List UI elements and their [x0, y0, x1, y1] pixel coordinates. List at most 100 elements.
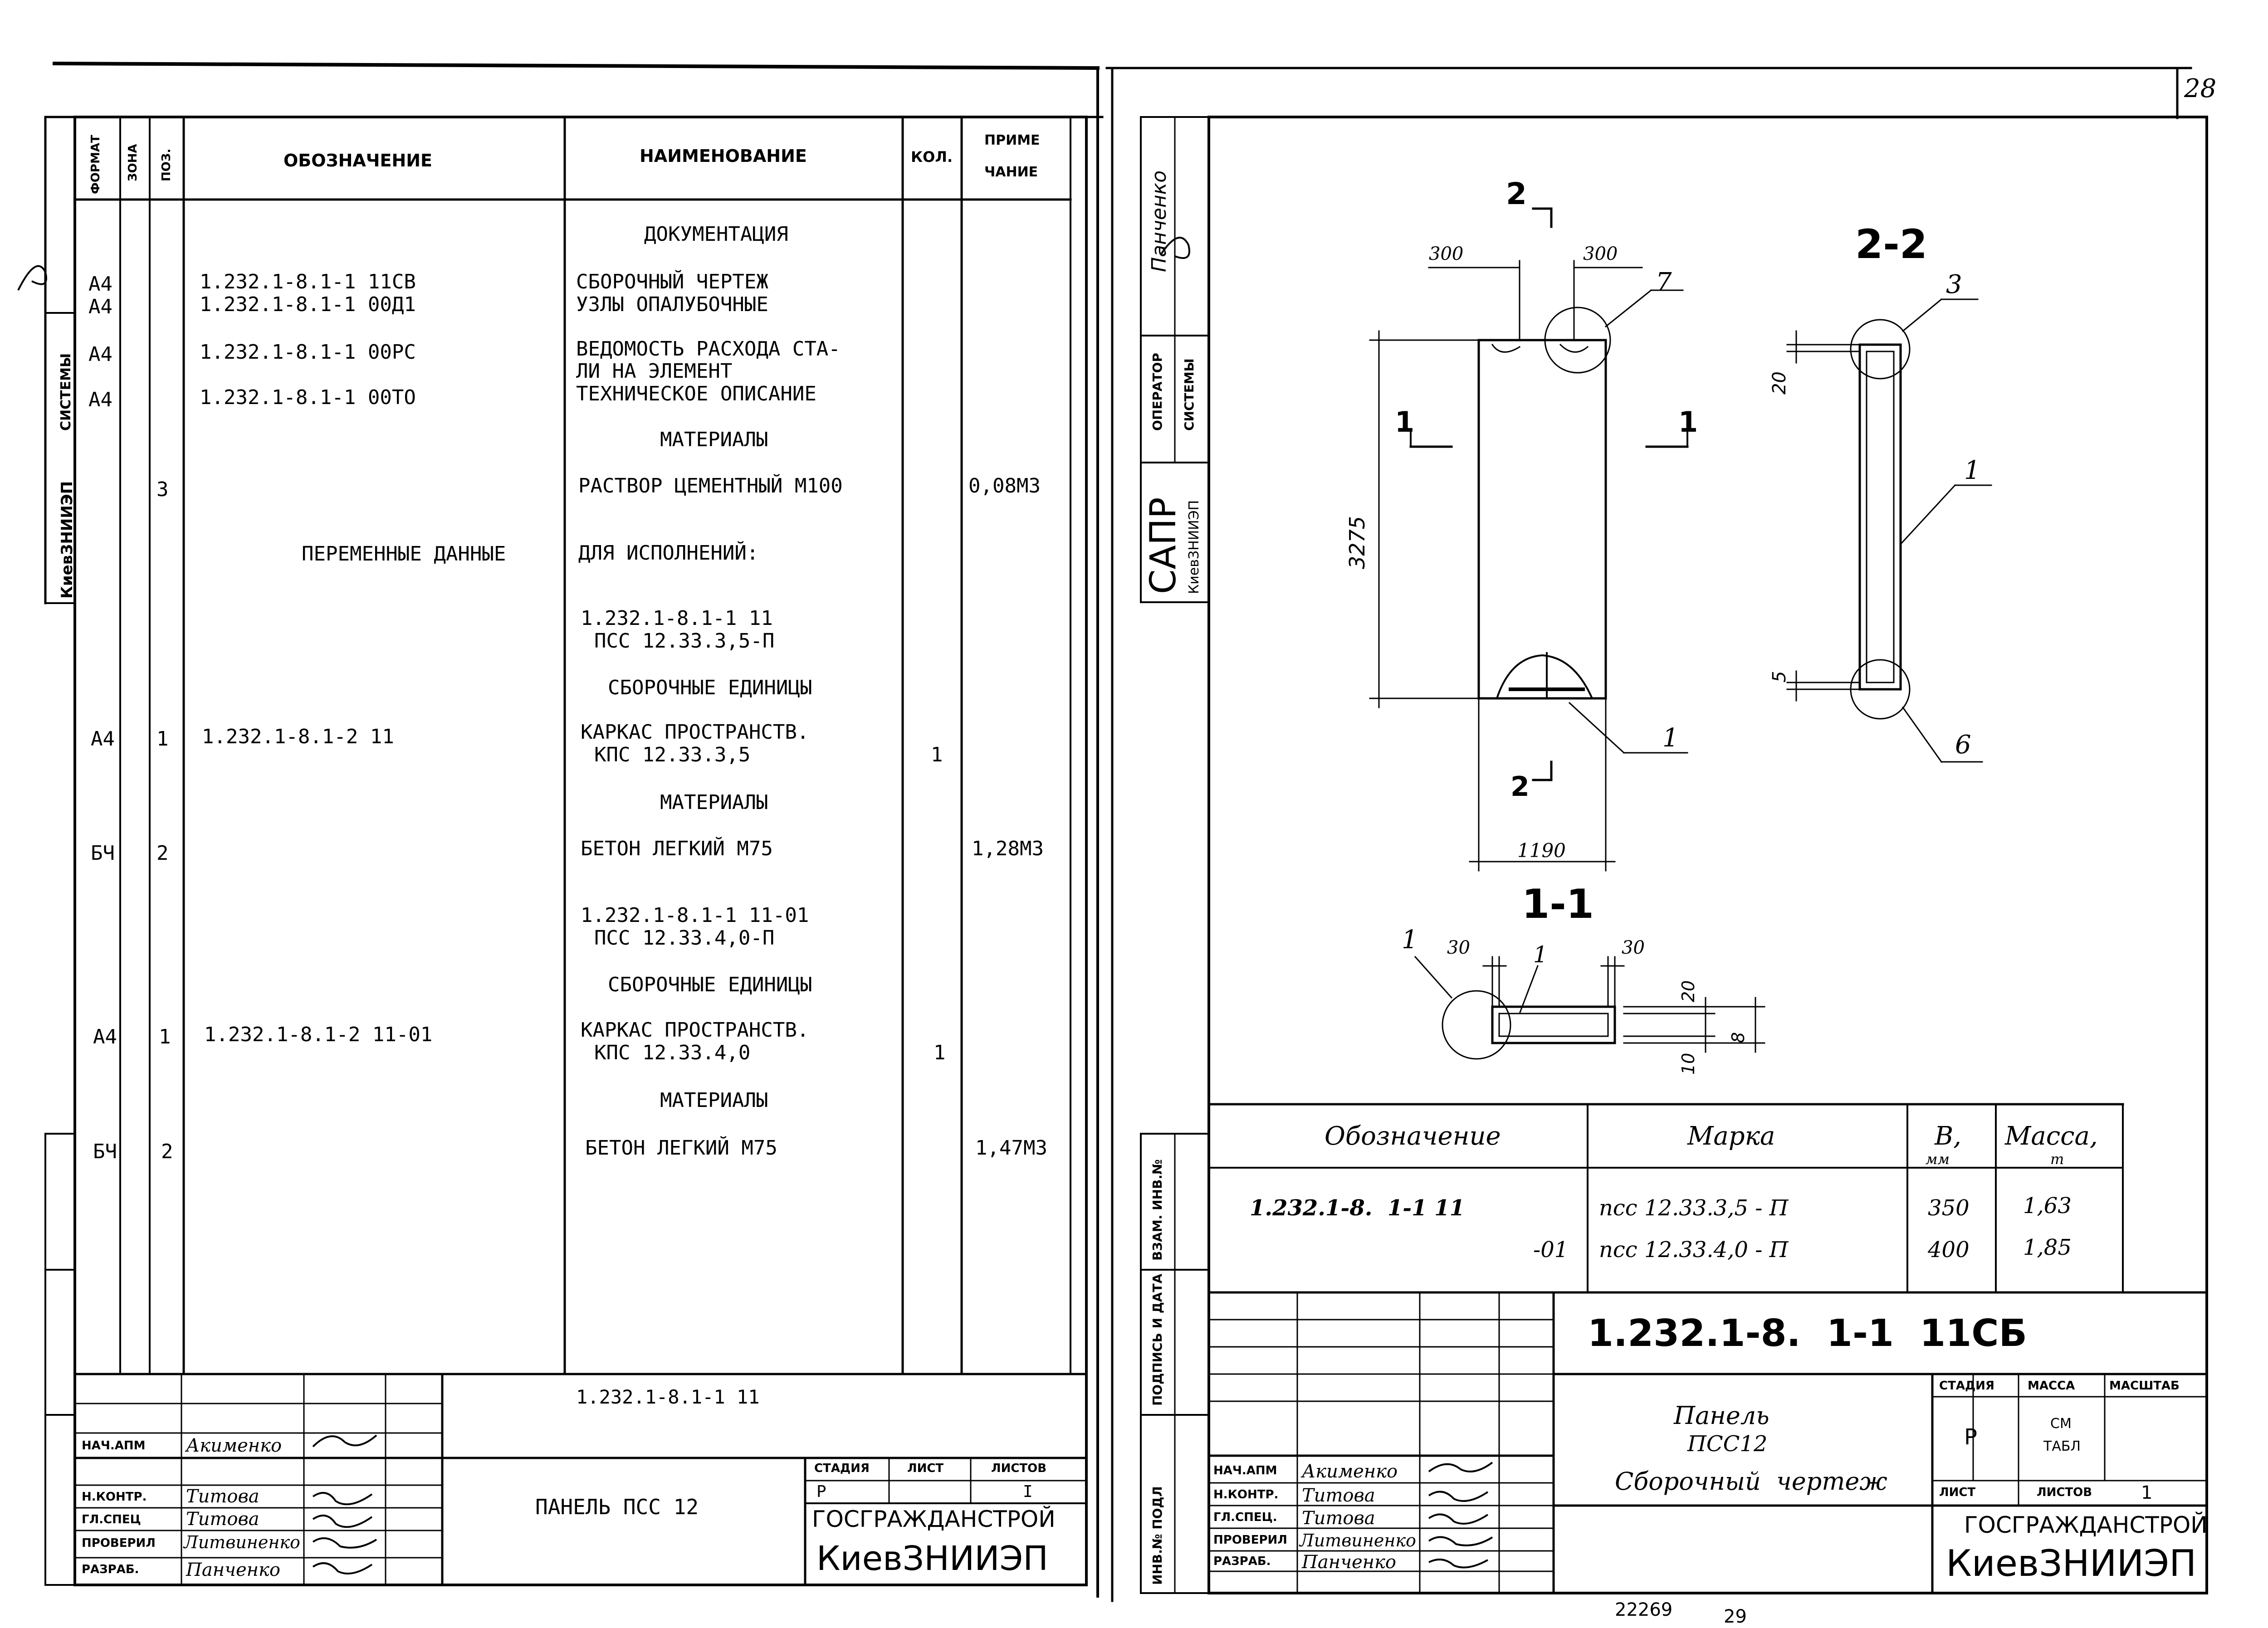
spec-designation: 1.232.1-8.1-1 11СВ [200, 270, 416, 293]
spec-name: ВЕДОМОСТЬ РАСХОДА СТА- [576, 337, 841, 361]
spec-format: А4 [91, 727, 115, 751]
callout-1-inner: 1 [1533, 941, 1548, 968]
title-org-ministry: ГОСГРАЖДАНСТРОЙ [812, 1506, 1056, 1532]
spec-section-title: ДОКУМЕНТАЦИЯ [644, 223, 788, 246]
person-name: Акименко [186, 1435, 282, 1456]
marks-row-designation: -01 [1533, 1237, 1569, 1262]
title-stage: Р [1964, 1424, 1977, 1450]
header-note-2: ЧАНИЕ [984, 164, 1038, 180]
role-label: ПРОВЕРИЛ [82, 1536, 156, 1550]
dim-300-left: 300 [1429, 244, 1464, 264]
marks-row-mass: 1,85 [2023, 1235, 2072, 1260]
spec-pos: 2 [156, 842, 169, 865]
spec-format: А4 [88, 388, 112, 411]
marks-row-b: 400 [1928, 1237, 1970, 1262]
spec-name: ПСС 12.33.4,0-П [594, 926, 775, 950]
title-name-line3: Сборочный чертеж [1615, 1467, 1887, 1496]
spec-name: ЛИ НА ЭЛЕМЕНТ [576, 360, 733, 383]
dim-300-right: 300 [1583, 244, 1618, 264]
spec-qty: 1 [931, 743, 943, 766]
title-stage: Р [816, 1482, 826, 1501]
role-label: РАЗРАБ. [82, 1563, 139, 1576]
role-label: ГЛ.СПЕЦ [82, 1513, 141, 1526]
marks-header-mass-unit: т [2050, 1150, 2064, 1168]
title-sheets-label: ЛИСТОВ [991, 1462, 1047, 1475]
spec-pos: 3 [156, 478, 169, 501]
spec-format: А4 [88, 295, 112, 318]
title-stage-label: СТАДИЯ [1939, 1379, 1994, 1393]
title-sheets: I [1023, 1482, 1033, 1501]
role-label: РАЗРАБ. [1213, 1555, 1271, 1568]
header-qty: КОЛ. [911, 148, 953, 166]
spec-name: КПС 12.33.4,0 [594, 1041, 751, 1064]
callout-6: 6 [1955, 730, 1971, 760]
spec-name: ТЕХНИЧЕСКОЕ ОПИСАНИЕ [576, 382, 816, 405]
person-name: Титова [186, 1509, 259, 1530]
spec-name: РАСТВОР ЦЕМЕНТНЫЙ М100 [578, 474, 843, 497]
marks-header-mass: Масса, [2005, 1121, 2098, 1151]
title-sheet-label: ЛИСТ [907, 1462, 944, 1475]
title-org-ministry: ГОСГРАЖДАНСТРОЙ [1964, 1512, 2208, 1538]
footer-page-number: 29 [1724, 1606, 1747, 1627]
title-org-institute: КиевЗНИИЭП [1946, 1542, 2197, 1584]
callout-7: 7 [1656, 268, 1672, 297]
marks-header-b: B, [1935, 1121, 1961, 1151]
spec-format: А4 [93, 1025, 117, 1048]
person-name: Литвиненко [184, 1532, 300, 1552]
title-name-line1: Панель [1674, 1401, 1769, 1430]
title-mass-line1: СМ [2050, 1416, 2072, 1432]
title-org-institute: КиевЗНИИЭП [816, 1539, 1048, 1578]
callout-3: 3 [1946, 270, 1962, 299]
title-scale-label: МАСШТАБ [2109, 1379, 2180, 1393]
title-name: ПАНЕЛЬ ПСС 12 [535, 1495, 699, 1519]
spec-designation: 1.232.1-8.1-1 00РС [200, 341, 416, 364]
spec-name: ПСС 12.33.3,5-П [594, 629, 775, 653]
spec-format: А4 [88, 273, 112, 296]
spec-designation: 1.232.1-8.1-2 11 [202, 725, 394, 748]
spec-section-title: МАТЕРИАЛЫ [660, 791, 768, 814]
spec-designation: 1.232.1-8.1-2 11-01 [204, 1023, 433, 1046]
title-mass-label: МАССА [2028, 1379, 2075, 1393]
spec-name: 1.232.1-8.1-1 11-01 [581, 904, 809, 927]
role-label: НАЧ.АПМ [1213, 1464, 1277, 1477]
spec-qty: 1 [934, 1041, 946, 1064]
callout-1-detail: 1 [1402, 925, 1418, 955]
spec-name: БЕТОН ЛЕГКИЙ М75 [585, 1136, 777, 1160]
spec-note: 1,47М3 [975, 1136, 1047, 1160]
header-note-1: ПРИМЕ [984, 132, 1040, 148]
header-designation: ОБОЗНАЧЕНИЕ [284, 151, 433, 171]
marks-row-designation: 1.232.1-8. 1-1 11 [1250, 1195, 1465, 1221]
spec-pos: 1 [156, 727, 169, 751]
spec-section-title: СБОРОЧНЫЕ ЕДИНИЦЫ [608, 676, 812, 699]
callout-1-section: 1 [1964, 456, 1980, 485]
marks-header-mark: Марка [1687, 1121, 1775, 1151]
marks-header-designation: Обозначение [1325, 1121, 1501, 1151]
title-sheets: 1 [2141, 1482, 2153, 1503]
title-code: 1.232.1-8.1-1 11 [576, 1386, 760, 1408]
person-name: Литвиненко [1300, 1531, 1416, 1550]
spec-note: 1,28М3 [972, 837, 1044, 860]
person-name: Титова [186, 1486, 259, 1507]
page-number: 28 [2184, 74, 2217, 103]
person-name: Титова [1302, 1508, 1375, 1529]
marks-row-b: 350 [1928, 1195, 1970, 1221]
person-name: Акименко [1302, 1461, 1398, 1482]
title-name-line2: ПСС12 [1687, 1431, 1768, 1457]
person-name: Титова [1302, 1485, 1375, 1506]
dim-30-right: 30 [1622, 937, 1645, 958]
title-stage-label: СТАДИЯ [814, 1462, 870, 1475]
spec-name: УЗЛЫ ОПАЛУБОЧНЫЕ [576, 293, 768, 316]
spec-format: БЧ [91, 842, 115, 865]
role-label: Н.КОНТР. [82, 1490, 147, 1504]
section-mark-2-top: 2 [1506, 176, 1527, 211]
section-mark-1-right: 1 [1678, 405, 1698, 439]
view-title-2-2: 2-2 [1855, 221, 1927, 268]
spec-format: А4 [88, 343, 112, 366]
spec-name: 1.232.1-8.1-1 11 [581, 607, 773, 630]
spec-section-title: СБОРОЧНЫЕ ЕДИНИЦЫ [608, 973, 812, 996]
spec-format: БЧ [93, 1140, 117, 1163]
spec-section-title: МАТЕРИАЛЫ [660, 428, 768, 451]
marks-row-mark: псс 12.33.4,0 - П [1599, 1237, 1789, 1262]
